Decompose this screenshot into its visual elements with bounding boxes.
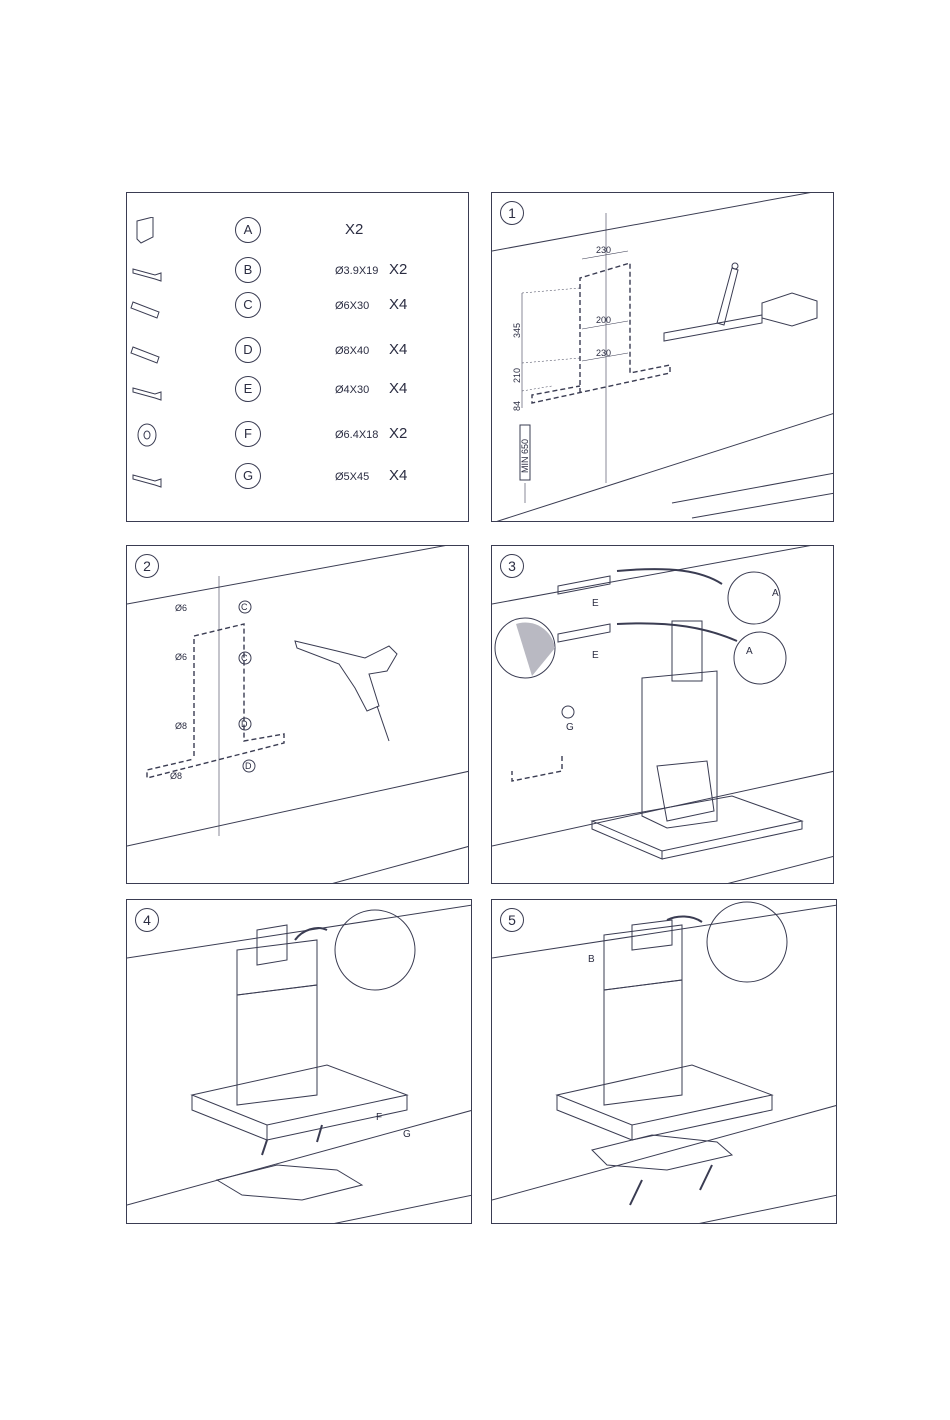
step-1-panel: 1 230 200 230 345 210 84 M: [491, 192, 834, 522]
dim-label: 230: [596, 245, 611, 255]
callout-letter: F: [376, 1112, 382, 1123]
screw-icon: [127, 257, 171, 285]
callout-letter: C: [241, 653, 248, 663]
callout-letter: G: [403, 1129, 411, 1140]
part-letter: C: [235, 292, 261, 318]
callout-letter: E: [592, 598, 599, 609]
dim-label: 210: [512, 368, 522, 383]
part-quantity: X4: [389, 341, 407, 358]
part-row: F Ø6.4X18 X2: [127, 421, 468, 451]
callout-letter: A: [772, 588, 779, 599]
part-row: B Ø3.9X19 X2: [127, 257, 468, 287]
hole-size-label: Ø8: [170, 771, 182, 781]
bracket-icon: [127, 217, 171, 245]
step-3-illustration: E E G A A: [492, 546, 834, 884]
part-row: A X2: [127, 217, 468, 247]
hole-size-label: Ø8: [175, 721, 187, 731]
part-letter: G: [235, 463, 261, 489]
part-spec: Ø6.4X18: [335, 429, 378, 441]
callout-letter: D: [241, 719, 248, 729]
dim-label: 230: [596, 348, 611, 358]
part-spec: Ø3.9X19: [335, 265, 378, 277]
min-height-label: MIN 650: [520, 439, 530, 473]
step-5-illustration: B: [492, 900, 837, 1224]
part-letter: B: [235, 257, 261, 283]
callout-letter: B: [588, 954, 595, 965]
wall-plug-icon: [127, 337, 171, 365]
part-quantity: X4: [389, 296, 407, 313]
callout-letter: A: [746, 646, 753, 657]
screw-icon: [127, 376, 171, 404]
hole-size-label: Ø6: [175, 652, 187, 662]
part-row: C Ø6X30 X4: [127, 292, 468, 322]
step-5-panel: 5 B: [491, 899, 837, 1224]
part-spec: Ø5X45: [335, 471, 369, 483]
part-row: G Ø5X45 X4: [127, 463, 468, 493]
screw-icon: [127, 463, 171, 491]
step-2-panel: 2 Ø6 Ø6 Ø8 Ø8 C C D D: [126, 545, 469, 884]
washer-icon: [127, 421, 171, 449]
dim-label: 84: [512, 401, 522, 411]
wall-plug-icon: [127, 292, 171, 320]
callout-letter: D: [245, 761, 252, 771]
part-quantity: X2: [389, 261, 407, 278]
step-4-panel: 4 F G: [126, 899, 472, 1224]
dim-label: 200: [596, 315, 611, 325]
callout-letter: E: [592, 650, 599, 661]
part-letter: E: [235, 376, 261, 402]
part-spec: Ø6X30: [335, 300, 369, 312]
part-letter: A: [235, 217, 261, 243]
part-quantity: X2: [389, 425, 407, 442]
step-3-panel: 3 E E G A A: [491, 545, 834, 884]
callout-letter: C: [241, 602, 248, 612]
part-quantity: X4: [389, 380, 407, 397]
step-4-illustration: F G: [127, 900, 472, 1224]
dim-label: 345: [512, 323, 522, 338]
part-row: D Ø8X40 X4: [127, 337, 468, 367]
step-1-illustration: 230 200 230 345 210 84 MIN 650: [492, 193, 834, 522]
part-spec: Ø8X40: [335, 345, 369, 357]
hole-size-label: Ø6: [175, 603, 187, 613]
part-letter: F: [235, 421, 261, 447]
callout-letter: G: [566, 722, 574, 733]
step-2-illustration: Ø6 Ø6 Ø8 Ø8 C C D D: [127, 546, 469, 884]
part-spec: Ø4X30: [335, 384, 369, 396]
part-quantity: X2: [345, 221, 363, 238]
part-letter: D: [235, 337, 261, 363]
part-quantity: X4: [389, 467, 407, 484]
part-row: E Ø4X30 X4: [127, 376, 468, 406]
